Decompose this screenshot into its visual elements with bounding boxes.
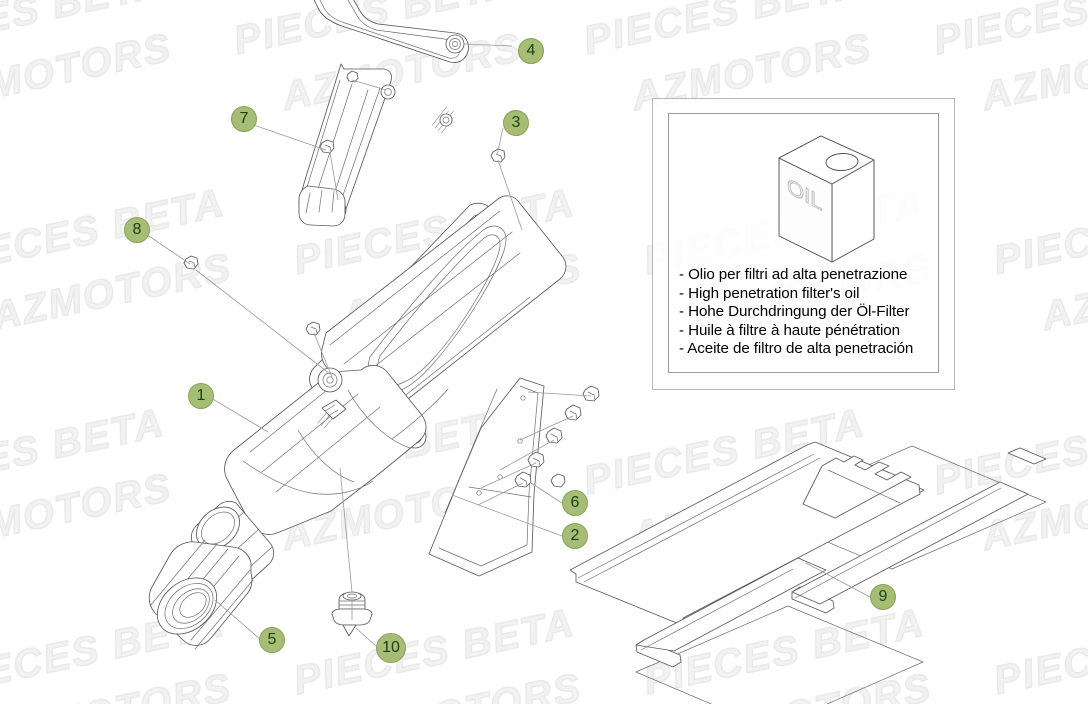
part-4-support-bracket [183,0,506,336]
oil-line-fr: - Huile à filtre à haute pénétration [679,321,900,339]
callout-10[interactable]: 10 [376,633,406,663]
oil-line-de: - Hohe Durchdringung der Öl-Filter [679,303,910,321]
oil-line-es: - Aceite de filtro de alta penetración [679,340,914,358]
oil-description-list: - Olio per filtri ad alta penetrazione -… [679,266,934,359]
oil-line-en: - High penetration filter's oil [679,284,860,302]
oil-info-panel: OIL - Olio per filtri ad alta penetrazio… [652,98,955,390]
callout-5[interactable]: 5 [259,627,285,653]
callout-9-label: 9 [878,588,888,605]
callout-10-label: 10 [382,639,400,656]
callout-4[interactable]: 4 [518,38,544,64]
callout-2[interactable]: 2 [562,523,588,549]
callout-2-label: 2 [570,527,580,544]
oil-line-it: - Olio per filtri ad alta penetrazione [679,266,908,283]
part-6-fasteners [514,385,600,488]
oil-info-panel-inner-border: OIL - Olio per filtri ad alta penetrazio… [668,113,939,373]
callout-6-label: 6 [570,494,580,511]
callout-3[interactable]: 3 [503,110,529,136]
callout-5-label: 5 [267,631,277,648]
callout-1-label: 1 [196,387,206,404]
callout-4-label: 4 [526,42,536,59]
callout-1[interactable]: 1 [188,383,214,409]
callout-8-label: 8 [132,221,142,238]
callout-3-label: 3 [511,114,521,131]
callout-9[interactable]: 9 [870,584,896,610]
leader-lines [139,43,871,647]
oil-bottle-illustration: OIL [778,135,875,263]
callout-7[interactable]: 7 [231,106,257,132]
part-9-seal-strips [569,441,1047,704]
part-1-airbox-body [190,195,567,589]
callout-7-label: 7 [239,110,249,127]
callout-6[interactable]: 6 [562,490,588,516]
callout-8[interactable]: 8 [124,217,150,243]
part-5-intake-boot [148,539,254,650]
part-2-side-deflector [428,377,545,577]
